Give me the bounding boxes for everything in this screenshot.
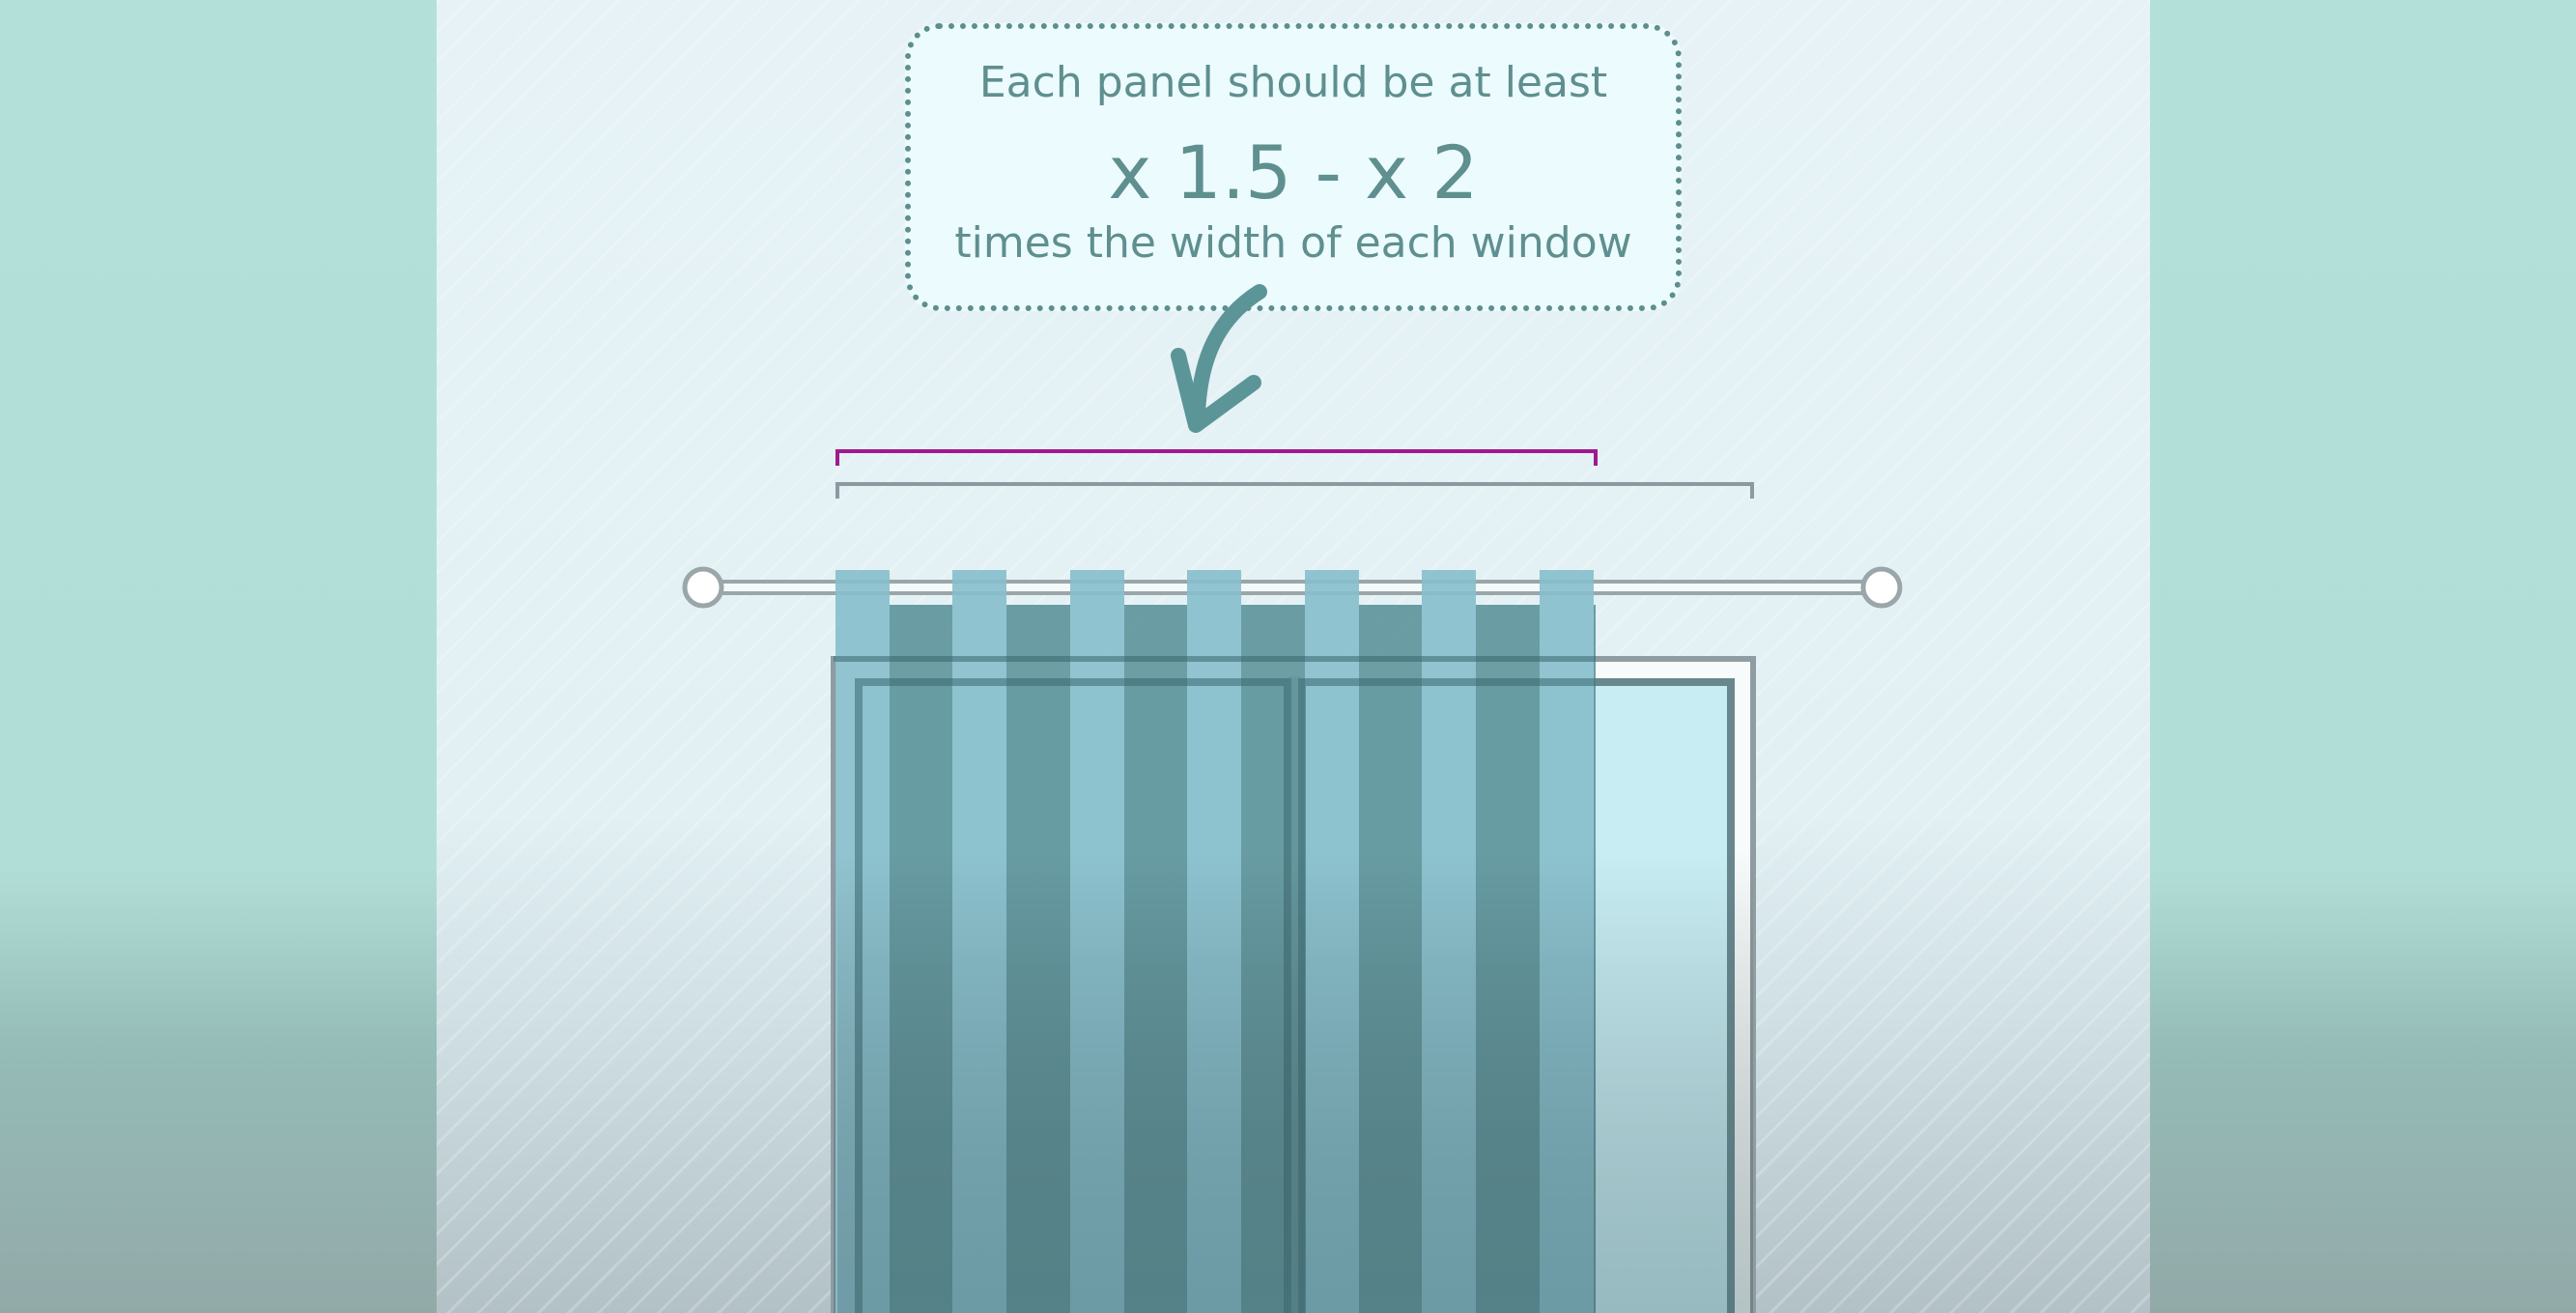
measurement-callout: Each panel should be at least x 1.5 - x … (905, 23, 1682, 311)
callout-ratio: x 1.5 - x 2 (1108, 129, 1479, 215)
window-width-bracket (835, 482, 1754, 499)
panel-width-bracket (835, 449, 1598, 466)
curtain-measurement-diagram: Each panel should be at least x 1.5 - x … (437, 0, 2150, 1313)
curtain-shadow (837, 850, 1596, 1313)
curved-arrow-down-icon (1171, 284, 1267, 433)
callout-line-3: times the width of each window (954, 218, 1632, 268)
callout-line-1: Each panel should be at least (978, 58, 1608, 107)
diagram-art (682, 284, 1903, 1313)
left-background-panel (0, 0, 437, 1313)
right-background-panel (2150, 0, 2576, 1313)
